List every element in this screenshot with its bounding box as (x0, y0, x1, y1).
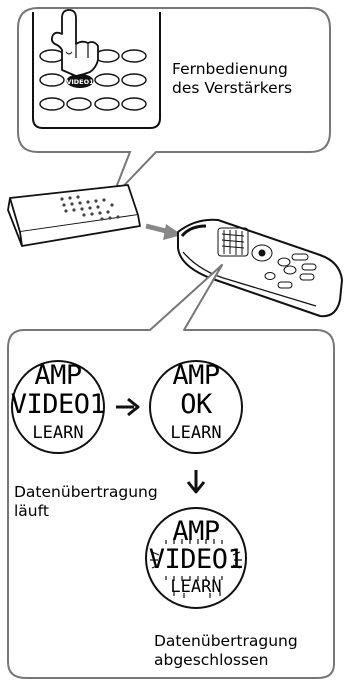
display-ok-circle (149, 360, 243, 454)
display-ok-line3: LEARN (170, 423, 222, 443)
display-learning-circle (11, 360, 105, 454)
caption-transfer-running-line2: läuft (14, 502, 49, 520)
amp-remote-label-line2: des Verstärkers (172, 79, 293, 97)
display-learning-line1: AMP (34, 360, 82, 391)
remote-buttons (39, 49, 147, 111)
caption-transfer-done-line1: Datenübertragung (154, 632, 298, 650)
amp-remote-label-line1: Fernbedienung (172, 60, 288, 78)
display-done-line1: AMP (172, 516, 220, 547)
amp-remote-label: Fernbedienung des Verstärkers (172, 60, 292, 98)
blink-rays-icon (150, 539, 242, 598)
display-done-circle (145, 507, 247, 609)
right-arrow-icon (116, 397, 140, 417)
caption-transfer-done: Datenübertragung abgeschlossen (154, 632, 298, 670)
learning-remote (177, 218, 343, 318)
display-ok-line2: OK (180, 389, 212, 420)
down-arrow-icon (186, 470, 206, 494)
display-done-line2: VIDEO1 (148, 544, 244, 575)
display-done-blinking: AMP VIDEO1 LEARN (138, 500, 254, 616)
display-ok-line1: AMP (172, 360, 220, 391)
pressing-hand-icon (50, 9, 99, 77)
video1-button-label: VIDEO1 (66, 78, 94, 86)
display-learning-line2: VIDEO1 (10, 389, 106, 420)
display-learning-line3: LEARN (32, 423, 84, 443)
amp-remote-face: VIDEO1 (32, 9, 161, 129)
caption-transfer-running-line1: Datenübertragung (14, 483, 158, 501)
display-ok: AMP OK LEARN (146, 352, 246, 462)
caption-transfer-done-line2: abgeschlossen (154, 651, 269, 669)
learning-remote-keypad (217, 227, 317, 289)
amp-remote-small-buttons (60, 195, 120, 221)
display-done-line3: LEARN (170, 577, 222, 597)
amp-remote-small (7, 184, 141, 247)
caption-transfer-running: Datenübertragung läuft (14, 483, 158, 521)
display-learning: AMP VIDEO1 LEARN (8, 352, 108, 462)
